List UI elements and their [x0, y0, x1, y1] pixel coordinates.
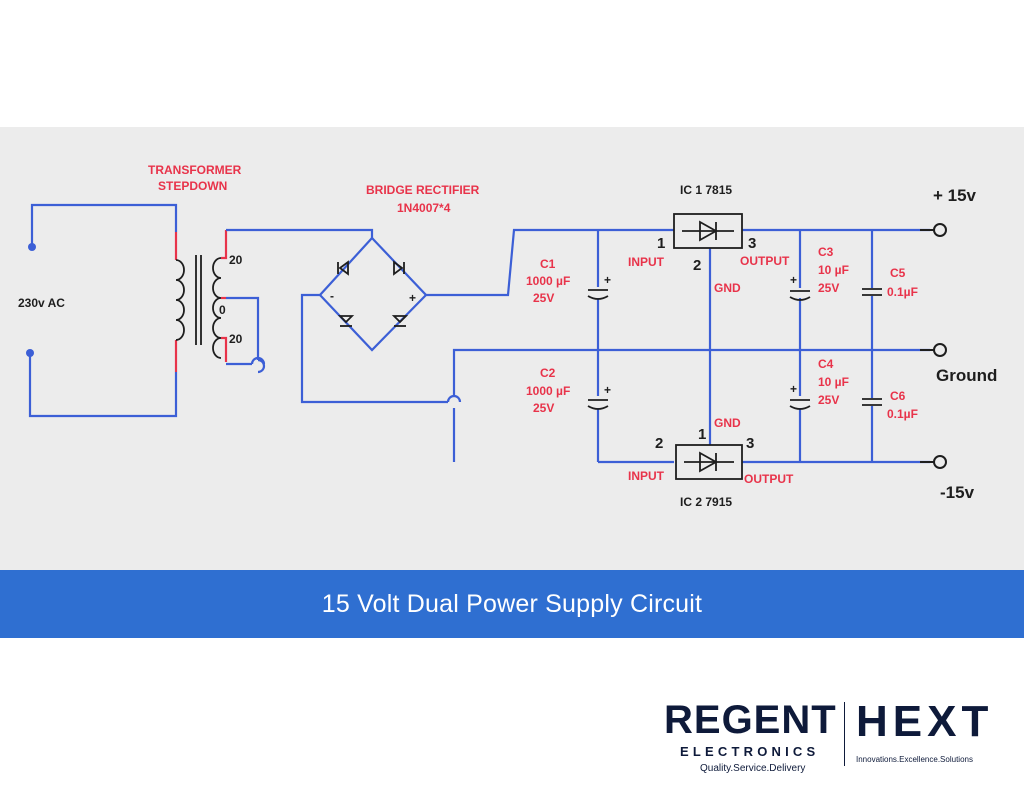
ic2-output-label: OUTPUT [744, 472, 794, 486]
ic1-output-label: OUTPUT [740, 254, 790, 268]
c1-voltage: 25V [533, 291, 554, 305]
capacitor-c3: + C3 10 µF 25V [789, 245, 849, 301]
wiring-secondary [226, 228, 930, 462]
hext-logo-text: HEXT [856, 697, 994, 746]
output-terminals: + 15v Ground -15v [920, 186, 997, 502]
bridge-minus-label: - [330, 289, 334, 303]
transformer-sublabel: STEPDOWN [158, 179, 227, 193]
ic1-input-label: INPUT [628, 255, 665, 269]
c6-name: C6 [890, 389, 906, 403]
c6-value: 0.1µF [887, 407, 918, 421]
svg-text:+: + [790, 273, 797, 287]
c1-value: 1000 µF [526, 274, 570, 288]
regent-tagline: Quality.Service.Delivery [700, 763, 806, 774]
capacitor-wiring [596, 230, 874, 462]
ic2-gnd-label: GND [714, 416, 741, 430]
svg-text:+: + [790, 382, 797, 396]
c3-voltage: 25V [818, 281, 839, 295]
svg-text:3: 3 [748, 235, 756, 252]
c3-value: 10 µF [818, 263, 849, 277]
c2-value: 1000 µF [526, 384, 570, 398]
c4-voltage: 25V [818, 393, 839, 407]
c4-value: 10 µF [818, 375, 849, 389]
ac-source-label: 230v AC [18, 296, 65, 310]
regulator-ic1: IC 1 7815 1 2 3 INPUT OUTPUT GND [628, 183, 790, 295]
c5-name: C5 [890, 266, 906, 280]
c3-name: C3 [818, 245, 834, 259]
svg-text:2: 2 [655, 435, 663, 452]
bridge-plus-label: + [409, 291, 416, 305]
rectifier-label: BRIDGE RECTIFIER [366, 183, 480, 197]
regent-logo-subtext: ELECTRONICS [680, 744, 820, 759]
svg-text:1: 1 [698, 426, 706, 443]
ic1-name: IC 1 7815 [680, 183, 732, 197]
svg-text:+: + [604, 383, 611, 397]
diagram-panel: 230v AC TRANSFORMER STEPDOWN 20 0 20 [0, 127, 1024, 570]
tap-bot-label: 20 [229, 332, 243, 346]
ic1-gnd-label: GND [714, 281, 741, 295]
tap-top-label: 20 [229, 253, 243, 267]
svg-text:1: 1 [657, 235, 665, 252]
c4-name: C4 [818, 357, 834, 371]
ic2-name: IC 2 7915 [680, 495, 732, 509]
positive-output-label: + 15v [933, 186, 977, 205]
svg-text:3: 3 [746, 435, 754, 452]
diagram-title: 15 Volt Dual Power Supply Circuit [321, 589, 703, 618]
svg-text:2: 2 [693, 257, 701, 274]
circuit-diagram: 230v AC TRANSFORMER STEPDOWN 20 0 20 [18, 163, 997, 509]
ac-source: 230v AC [18, 203, 178, 418]
regulator-ic2: IC 2 7915 1 2 3 INPUT OUTPUT GND [628, 416, 794, 509]
c1-name: C1 [540, 257, 556, 271]
logo-divider [844, 702, 845, 766]
ground-output-label: Ground [936, 366, 997, 385]
transformer-label: TRANSFORMER [148, 163, 242, 177]
tap-mid-label: 0 [219, 303, 226, 317]
positive-rail [426, 228, 930, 297]
ic2-input-label: INPUT [628, 469, 665, 483]
negative-output-label: -15v [940, 483, 975, 502]
c5-value: 0.1µF [887, 285, 918, 299]
rectifier-part-label: 1N4007*4 [397, 201, 451, 215]
company-logo: REGENT ELECTRONICS Quality.Service.Deliv… [660, 700, 1020, 780]
capacitor-c2: + C2 1000 µF 25V [526, 366, 611, 415]
svg-text:+: + [604, 273, 611, 287]
regent-logo-text: REGENT [664, 698, 837, 742]
title-banner: 15 Volt Dual Power Supply Circuit [0, 570, 1024, 638]
transformer: TRANSFORMER STEPDOWN 20 0 20 [148, 163, 243, 372]
bridge-rectifier: BRIDGE RECTIFIER 1N4007*4 - + [318, 183, 480, 352]
c2-voltage: 25V [533, 401, 554, 415]
capacitor-c6: C6 0.1µF [862, 389, 918, 421]
capacitor-c1: + C1 1000 µF 25V [526, 257, 611, 305]
capacitor-c5: C5 0.1µF [862, 266, 918, 299]
c2-name: C2 [540, 366, 556, 380]
hext-tagline: Innovations.Excellence.Solutions [856, 755, 973, 764]
capacitor-c4: + C4 10 µF 25V [789, 357, 849, 410]
